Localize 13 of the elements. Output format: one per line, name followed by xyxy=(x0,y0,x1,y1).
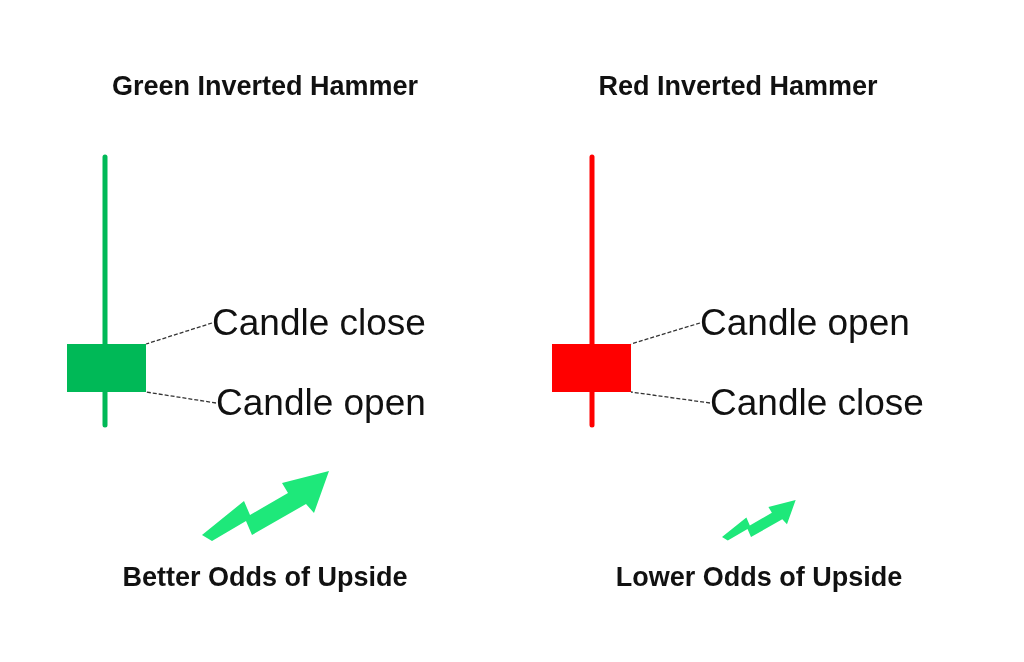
heading: Red Inverted Hammer xyxy=(598,70,878,102)
heading: Green Inverted Hammer xyxy=(111,70,419,102)
candle-body xyxy=(67,344,146,392)
callout-text: Candle open xyxy=(700,302,910,344)
callout-text: Candle close xyxy=(710,382,924,424)
callout-text: Candle close xyxy=(212,302,426,344)
leader-line xyxy=(145,322,213,345)
caption-text: Lower Odds of Upside xyxy=(615,561,903,593)
leader-line xyxy=(145,391,217,404)
callout-text: Candle open xyxy=(216,382,426,424)
caption-text: Better Odds of Upside xyxy=(122,561,408,593)
candle-body xyxy=(552,344,631,392)
leader-line xyxy=(630,322,701,345)
